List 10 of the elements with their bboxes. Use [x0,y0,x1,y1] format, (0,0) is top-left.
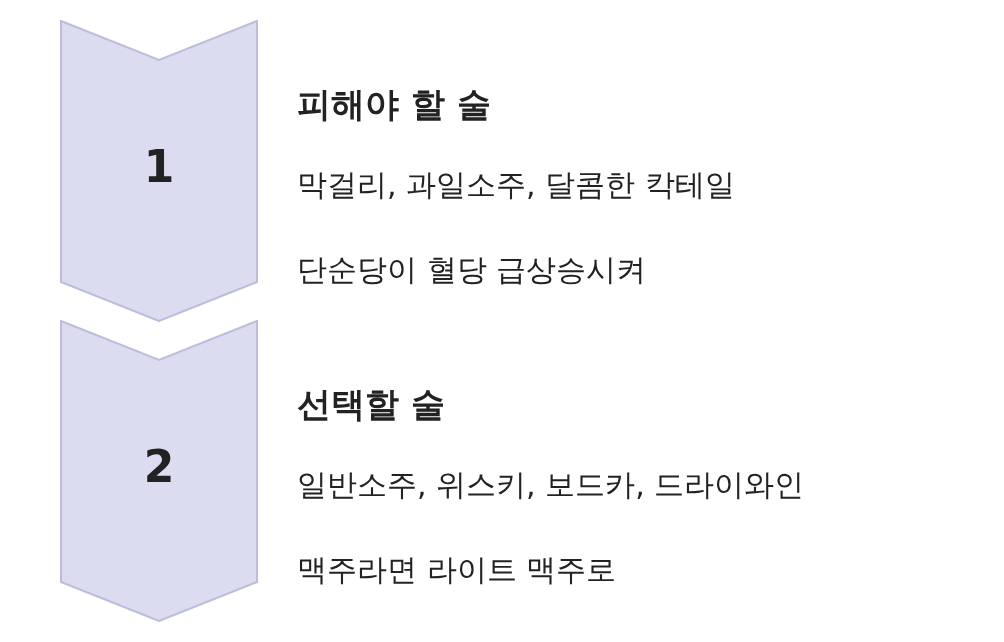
step-description: 단순당이 혈당 급상승시켜 [297,251,647,289]
step-heading: 선택할 술 [297,383,445,426]
chevron-shape [60,20,258,322]
chevron-shape [60,320,258,622]
step-description: 막걸리, 과일소주, 달콤한 칵테일 [297,166,735,204]
step-description: 일반소주, 위스키, 보드카, 드라이와인 [297,466,805,504]
step-number: 2 [142,441,176,492]
step-description: 맥주라면 라이트 맥주로 [297,551,617,589]
step-heading: 피해야 할 술 [297,83,491,126]
step-number: 1 [142,141,176,192]
